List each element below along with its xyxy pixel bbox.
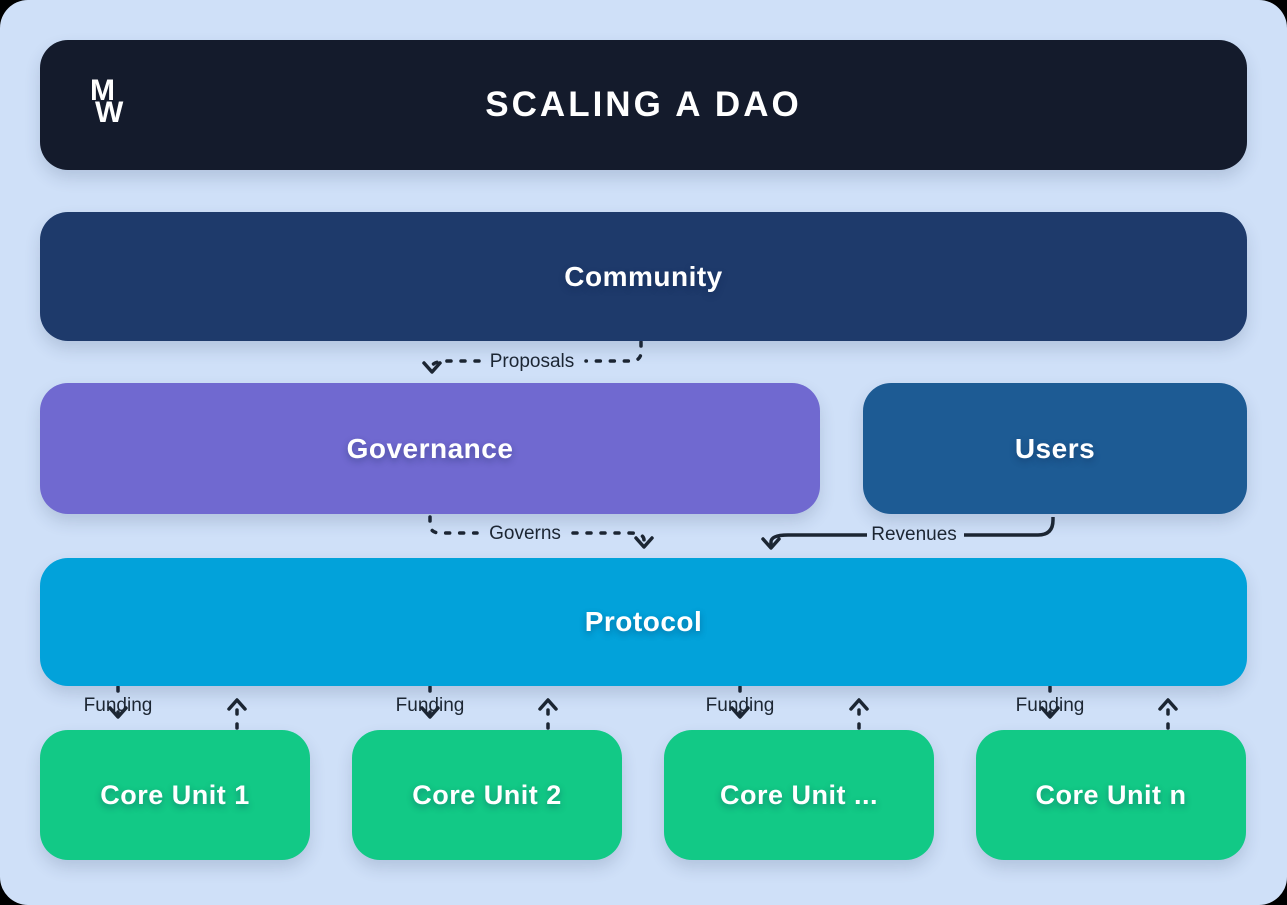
governs-label: Governs xyxy=(489,523,561,544)
core-unit-node: Core Unit n xyxy=(976,730,1246,860)
funding-label: Funding xyxy=(395,695,465,716)
users-node: Users xyxy=(863,383,1247,514)
community-node: Community xyxy=(40,212,1247,341)
core-unit-node: Core Unit 2 xyxy=(352,730,622,860)
logo-w-glyph: W xyxy=(95,96,124,129)
governance-node: Governance xyxy=(40,383,820,514)
revenues-arrow-end xyxy=(761,533,867,550)
core-unit-node: Core Unit ... xyxy=(664,730,934,860)
proposals-arrow-end xyxy=(422,359,481,374)
title-bar: M W SCALING A DAO xyxy=(40,40,1247,170)
funding-label: Funding xyxy=(705,695,775,716)
governs-arrow-start xyxy=(428,515,479,535)
brand-logo-icon: M W xyxy=(84,74,140,136)
proposals-label: Proposals xyxy=(489,351,575,372)
revenues-arrow-start xyxy=(964,517,1055,537)
protocol-node: Protocol xyxy=(40,558,1247,686)
funding-label: Funding xyxy=(83,695,153,716)
governs-arrow-end xyxy=(571,531,654,549)
proposals-arrow-start xyxy=(584,340,643,363)
logo-m-glyph: M xyxy=(90,74,115,107)
core-unit-node: Core Unit 1 xyxy=(40,730,310,860)
diagram-title: SCALING A DAO xyxy=(485,85,802,124)
funding-label: Funding xyxy=(1015,695,1085,716)
revenues-label: Revenues xyxy=(871,524,957,545)
